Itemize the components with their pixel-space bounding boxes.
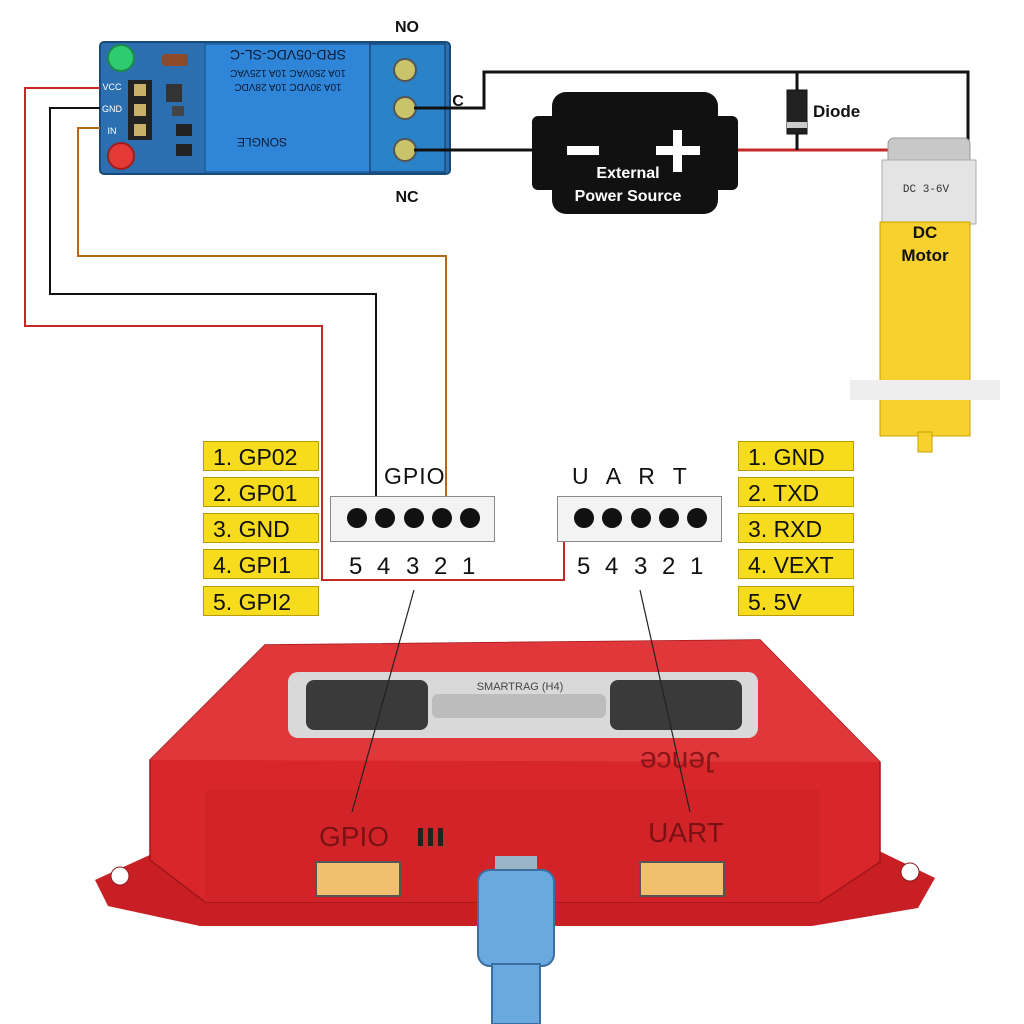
device-uart-port-label: UART — [648, 817, 724, 848]
motor-spec: DC 3-6V — [903, 184, 950, 196]
uart-legend-1: 1. GND — [738, 441, 854, 471]
uart-num-3: 3 — [634, 553, 648, 580]
motor-label-2: Motor — [901, 246, 949, 265]
relay-rating-2: 10A 30VDC 10A 28VDC — [234, 81, 341, 92]
uart-connector — [557, 496, 722, 542]
uart-num-5: 5 — [577, 553, 591, 580]
gpio-pin-4 — [375, 508, 395, 528]
device-brand: Jence — [640, 745, 720, 778]
gpio-pin-2 — [432, 508, 452, 528]
uart-legend-5: 5. 5V — [738, 586, 854, 616]
relay-c-label: C — [452, 93, 464, 110]
led-red — [107, 142, 135, 170]
leader-lines — [351, 589, 691, 813]
uart-pin-2 — [659, 508, 679, 528]
uart-pin-1 — [687, 508, 707, 528]
dc-motor — [850, 137, 1000, 453]
gpio-connector-title: GPIO — [384, 463, 446, 489]
gpio-pin-5 — [347, 508, 367, 528]
relay-model-text: SRD-05VDC-SL-C — [230, 47, 346, 63]
gpio-num-5: 5 — [349, 553, 363, 580]
relay-nc-label: NC — [395, 189, 419, 206]
relay-pin-gnd: GND — [102, 104, 123, 114]
gpio-legend-2: 2. GP01 — [203, 477, 319, 507]
uart-legend-3: 3. RXD — [738, 513, 854, 543]
gpio-legend-1: 1. GP02 — [203, 441, 319, 471]
led-green — [107, 44, 135, 72]
uart-num-4: 4 — [605, 553, 619, 580]
motor-label-1: DC — [913, 223, 938, 242]
uart-connector-title: U A R T — [572, 463, 688, 489]
gpio-pin-3 — [404, 508, 424, 528]
device-gpio-port-label: GPIO — [319, 821, 389, 852]
power-source-label-2: Power Source — [575, 188, 682, 205]
load-circuit-wires — [414, 70, 970, 152]
gpio-num-4: 4 — [377, 553, 391, 580]
power-source-label-1: External — [596, 165, 659, 182]
gpio-num-2: 2 — [434, 553, 448, 580]
gpio-legend-5: 5. GPI2 — [203, 586, 319, 616]
gpio-connector — [330, 496, 495, 542]
diode — [786, 72, 808, 150]
relay-rating-1: 10A 250VAC 10A 125VAC — [230, 67, 346, 78]
gpio-legend-3: 3. GND — [203, 513, 319, 543]
diode-label: Diode — [813, 102, 860, 121]
uart-pin-3 — [631, 508, 651, 528]
uart-legend-2: 2. TXD — [738, 477, 854, 507]
gpio-pin-1 — [460, 508, 480, 528]
relay-no-label: NO — [395, 19, 419, 36]
power-source — [532, 92, 738, 214]
uart-num-1: 1 — [690, 553, 704, 580]
uart-legend-4: 4. VEXT — [738, 549, 854, 579]
uart-num-2: 2 — [662, 553, 676, 580]
relay-brand: SONGLE — [237, 135, 287, 149]
jence-device — [95, 639, 935, 926]
gpio-legend-4: 4. GPI1 — [203, 549, 319, 579]
usb-cable — [477, 856, 555, 1024]
gpio-num-1: 1 — [462, 553, 476, 580]
gpio-num-3: 3 — [406, 553, 420, 580]
device-model: SMARTRAG (H4) — [477, 681, 564, 693]
relay-pin-vcc: VCC — [102, 82, 122, 92]
uart-pin-5 — [574, 508, 594, 528]
uart-pin-4 — [602, 508, 622, 528]
relay-pin-in: IN — [108, 126, 117, 136]
